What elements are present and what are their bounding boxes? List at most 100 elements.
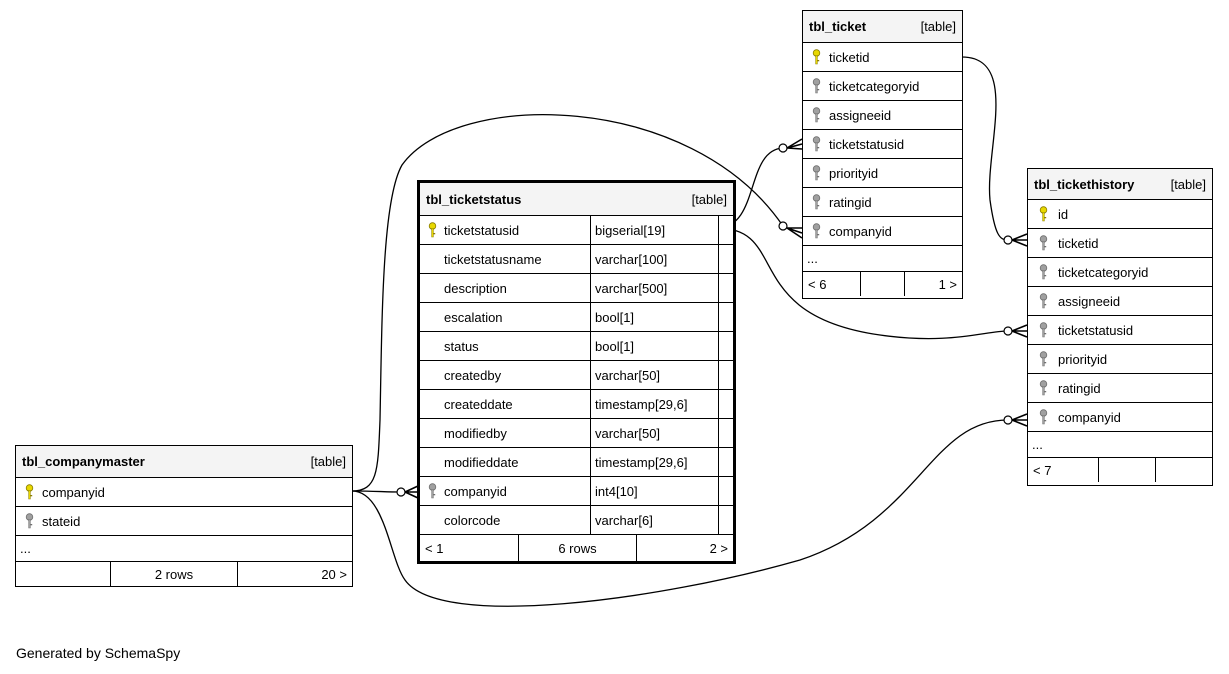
column-row[interactable]: ticketid — [803, 43, 962, 72]
primary-key-icon — [803, 49, 829, 65]
column-name-cell: modifiedby — [420, 419, 590, 447]
column-name: assigneeid — [1058, 293, 1121, 309]
optional-marker-history-companyid — [1003, 415, 1013, 425]
column-row[interactable]: companyid — [16, 478, 352, 507]
edge-companymaster-ticket — [351, 114, 784, 492]
footer-parents[interactable] — [16, 562, 110, 586]
column-row[interactable]: companyid — [803, 217, 962, 246]
foreign-key-icon — [1028, 409, 1058, 425]
column-spacer — [718, 245, 733, 273]
column-spacer — [718, 390, 733, 418]
column-name: companyid — [42, 484, 105, 500]
table-companymaster[interactable]: tbl_companymaster [table] companyid state… — [15, 445, 353, 587]
column-row[interactable]: stateid — [16, 507, 352, 536]
footer-children[interactable]: 2 > — [636, 535, 733, 561]
column-row[interactable]: ticketid — [1028, 229, 1212, 258]
column-name-cell: createddate — [420, 390, 590, 418]
column-name-cell: ticketcategoryid — [1028, 258, 1212, 286]
column-name-cell: ticketstatusid — [420, 216, 590, 244]
column-row[interactable]: priorityid — [803, 159, 962, 188]
column-row[interactable]: modifiedby varchar[50] — [420, 419, 733, 448]
column-name: companyid — [1058, 409, 1121, 425]
table-name: tbl_ticketstatus — [426, 191, 522, 207]
column-row[interactable]: assigneeid — [1028, 287, 1212, 316]
column-name-cell: description — [420, 274, 590, 302]
table-header: tbl_companymaster [table] — [16, 446, 352, 478]
column-name: companyid — [444, 483, 507, 499]
primary-key-icon — [1028, 206, 1058, 222]
table-type: [table] — [310, 454, 346, 469]
column-row[interactable]: assigneeid — [803, 101, 962, 130]
column-type: varchar[500] — [590, 274, 718, 302]
footer-children[interactable] — [1155, 458, 1212, 482]
column-spacer — [718, 216, 733, 244]
foreign-key-icon — [803, 165, 829, 181]
column-row[interactable]: id — [1028, 200, 1212, 229]
foreign-key-icon — [803, 78, 829, 94]
crowfoot-history-ticketstatusid — [1011, 324, 1028, 338]
column-name: ticketstatusid — [444, 222, 520, 238]
column-name-cell: ticketid — [803, 43, 962, 71]
foreign-key-icon — [1028, 235, 1058, 251]
column-row[interactable]: ratingid — [803, 188, 962, 217]
column-row[interactable]: ratingid — [1028, 374, 1212, 403]
column-name-cell: ticketid — [1028, 229, 1212, 257]
column-row[interactable]: priorityid — [1028, 345, 1212, 374]
footer-rowcount: 6 rows — [518, 535, 636, 561]
column-name-cell: modifieddate — [420, 448, 590, 476]
column-row[interactable]: companyid int4[10] — [420, 477, 733, 506]
column-spacer — [718, 274, 733, 302]
more-columns: ... — [16, 536, 352, 562]
footer-parents[interactable]: < 1 — [425, 540, 444, 556]
crowfoot-history-ticketid — [1011, 233, 1028, 247]
column-name-cell: ticketcategoryid — [803, 72, 962, 100]
column-spacer — [718, 361, 733, 389]
column-name: modifiedby — [444, 425, 507, 441]
foreign-key-icon — [803, 107, 829, 123]
column-name-cell: companyid — [803, 217, 962, 245]
footer-children[interactable]: 20 > — [237, 562, 352, 586]
column-row[interactable]: ticketcategoryid — [803, 72, 962, 101]
column-type: varchar[50] — [590, 419, 718, 447]
table-type: [table] — [691, 191, 727, 207]
crowfoot-ticket-companyid — [786, 227, 803, 239]
more-columns: ... — [1028, 432, 1212, 458]
table-type: [table] — [1170, 176, 1206, 192]
column-name: ticketid — [829, 49, 870, 65]
column-type: timestamp[29,6] — [590, 448, 718, 476]
column-row[interactable]: ticketstatusid — [1028, 316, 1212, 345]
table-name: tbl_tickethistory — [1034, 176, 1135, 192]
optional-marker-ticket-ticketstatusid — [778, 143, 788, 153]
primary-key-icon — [420, 222, 444, 238]
column-name-cell: colorcode — [420, 506, 590, 534]
footer-parents[interactable]: < 6 — [808, 276, 827, 292]
column-row[interactable]: ticketcategoryid — [1028, 258, 1212, 287]
column-name-cell: assigneeid — [1028, 287, 1212, 315]
optional-marker-history-ticketstatusid — [1003, 326, 1013, 336]
foreign-key-icon — [1028, 351, 1058, 367]
table-header: tbl_tickethistory [table] — [1028, 169, 1212, 200]
footer-parents[interactable]: < 7 — [1033, 462, 1052, 478]
column-name-cell: priorityid — [1028, 345, 1212, 373]
column-name: ticketstatusname — [444, 251, 542, 267]
column-name: escalation — [444, 309, 503, 325]
column-type: int4[10] — [590, 477, 718, 505]
column-row[interactable]: companyid — [1028, 403, 1212, 432]
foreign-key-icon — [420, 483, 444, 499]
footer-children[interactable]: 1 > — [904, 272, 962, 296]
column-name: stateid — [42, 513, 81, 529]
column-list: companyid stateid — [16, 478, 352, 536]
column-row[interactable]: ticketstatusid — [803, 130, 962, 159]
